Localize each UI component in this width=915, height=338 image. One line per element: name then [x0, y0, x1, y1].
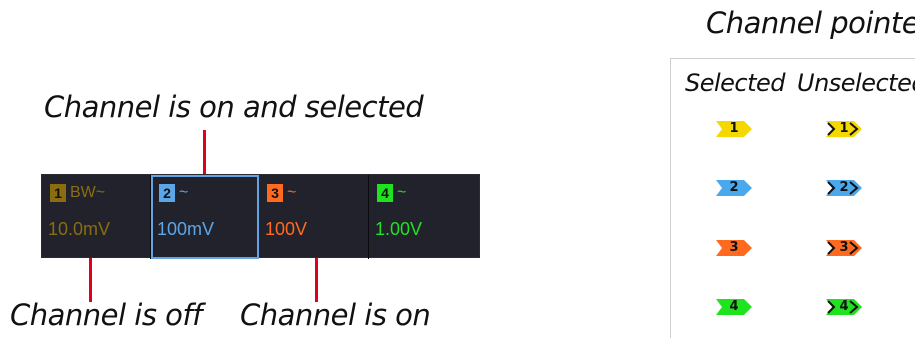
channel-bar: 1 BW~ 10.0mV 2 ~ 100mV 3 ~ 100V 4 ~ 1.00…: [41, 174, 480, 259]
col-unselected-header: Unselected: [797, 69, 915, 97]
channel-2-number: 2: [159, 184, 175, 202]
channel-1-scale: 10.0mV: [48, 219, 111, 239]
annotation-on: Channel is on: [240, 298, 431, 332]
annotation-off: Channel is off: [10, 298, 202, 332]
pointer-2-unselected: 2: [826, 180, 862, 196]
pointer-4-unselected-shape: [826, 299, 862, 315]
pointer-2-selected: 2: [716, 180, 752, 196]
pointer-line-off: [89, 252, 92, 302]
annotation-selected: Channel is on and selected: [44, 90, 424, 124]
pointer-4-unselected: 4: [826, 299, 862, 315]
channel-1-number: 1: [50, 184, 66, 202]
pointer-2-selected-shape: [716, 180, 752, 196]
pointer-3-selected-label: 3: [729, 240, 739, 255]
pointer-3-unselected: 3: [826, 240, 862, 256]
channel-4[interactable]: 4 ~ 1.00V: [369, 175, 479, 259]
pointer-table: Selected Unselected 1 1 2 2: [670, 58, 915, 338]
pointer-3-unselected-shape: [826, 240, 862, 256]
pointer-3-unselected-label: 3: [839, 240, 849, 255]
pointer-1-selected-shape: [716, 121, 752, 137]
channel-3[interactable]: 3 ~ 100V: [259, 175, 369, 259]
pointer-line-on: [315, 252, 318, 302]
channel-2-scale: 100mV: [157, 219, 215, 239]
pointer-3-selected: 3: [716, 240, 752, 256]
pointer-4-selected: 4: [716, 299, 752, 315]
channel-4-scale: 1.00V: [375, 219, 423, 239]
pointer-1-selected: 1: [716, 121, 752, 137]
col-selected-header: Selected: [685, 69, 786, 97]
pointer-1-unselected: 1: [826, 121, 862, 137]
channel-3-flag: ~: [287, 184, 297, 201]
pointer-2-unselected-shape: [826, 180, 862, 196]
pointer-4-selected-shape: [716, 299, 752, 315]
pointer-1-unselected-label: 1: [839, 121, 849, 136]
channel-1-flag: BW~: [70, 184, 106, 201]
channel-4-number: 4: [377, 184, 393, 202]
channel-2-flag: ~: [179, 184, 189, 201]
pointer-line-selected: [203, 130, 206, 182]
channel-2[interactable]: 2 ~ 100mV: [151, 175, 259, 259]
pointer-2-unselected-label: 2: [839, 180, 849, 195]
channel-4-flag: ~: [397, 184, 407, 201]
channel-1[interactable]: 1 BW~ 10.0mV: [42, 175, 151, 259]
pointer-2-selected-label: 2: [729, 180, 739, 195]
pointer-3-selected-shape: [716, 240, 752, 256]
pointer-1-unselected-shape: [826, 121, 862, 137]
channel-3-number: 3: [267, 184, 283, 202]
pointer-4-unselected-label: 4: [839, 299, 849, 314]
pointer-table-title: Channel pointer: [706, 6, 915, 40]
pointer-1-selected-label: 1: [729, 121, 739, 136]
pointer-4-selected-label: 4: [729, 299, 739, 314]
channel-3-scale: 100V: [265, 219, 308, 239]
